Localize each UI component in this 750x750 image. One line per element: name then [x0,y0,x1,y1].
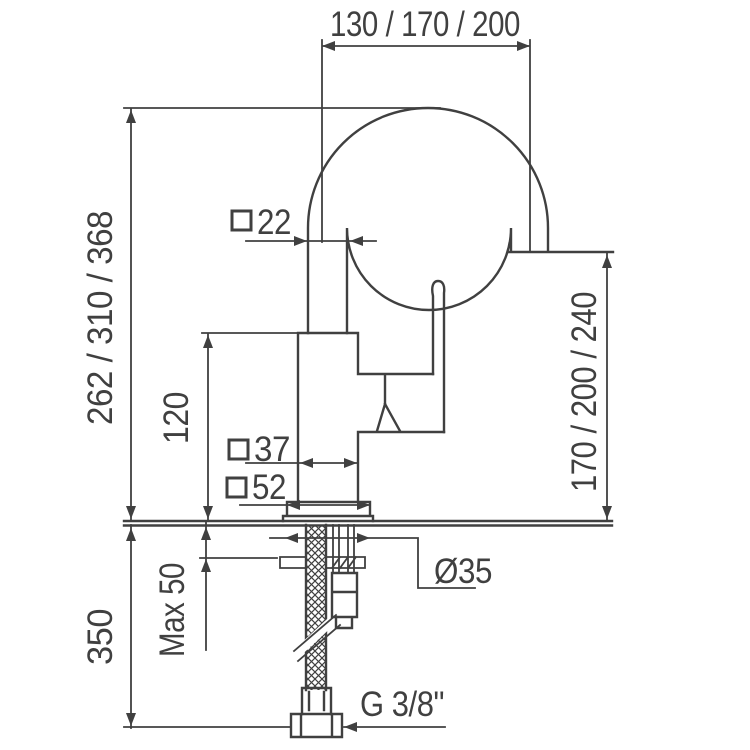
dim-thread-size-label: G 3/8" [360,685,444,724]
dim-top-projection: 130 / 170 / 200 [321,5,531,253]
arrowhead [350,236,363,246]
arrowhead [203,506,213,519]
square-symbol-icon [225,476,248,499]
hose-nut [289,712,344,739]
arrowhead [126,110,136,123]
lever-shaft [431,279,446,434]
countertop-line [122,519,614,527]
hose-break-mask [291,610,343,659]
arrowhead [126,713,136,726]
dim-top-projection-label: 130 / 170 / 200 [330,5,520,44]
dim-body-width: 37 [227,430,358,469]
arrowhead [300,458,313,468]
hose-break-lines [292,613,342,663]
dim-spout-height-label: 170 / 200 / 240 [565,292,604,492]
arrowhead [344,722,357,732]
arrowhead [201,527,211,540]
dim-base-width: 52 [225,468,371,510]
arrowhead [357,533,370,543]
arrowhead [203,335,213,348]
arrowhead [294,236,307,246]
arrowhead [322,41,335,51]
dim-lines [321,39,531,253]
arrowhead [357,500,370,510]
mounting-nut [330,571,359,630]
dim-lines [123,107,441,522]
dim-spout-height: 170 / 200 / 240 [565,252,612,522]
dim-hole-diameter-label: Ø35 [434,552,492,591]
dim-body-height: 120 [157,332,299,522]
lever-pivot [375,374,402,433]
arrowhead [517,41,530,51]
handle-lever [375,279,446,434]
dim-neck-width-label: 22 [257,203,291,242]
horseshoe-washer [279,555,366,570]
dim-hose-length: 350 [81,524,292,729]
arrowhead [602,255,612,268]
threaded-stud [332,524,355,574]
dim-body-width-label: 37 [254,430,290,469]
hose-ferrule [300,686,333,716]
dim-hole-diameter: Ø35 [269,533,493,591]
arrowhead [126,528,136,541]
dim-lines [123,524,292,729]
dim-neck-width: 22 [230,203,377,246]
dim-thread-size: G 3/8" [343,685,446,732]
arrowhead [602,506,612,519]
base-flange [281,500,375,523]
square-symbol-icon [227,438,250,461]
arrowhead [344,458,357,468]
hose-edges [304,523,328,692]
dim-overall-height-label: 262 / 310 / 368 [81,211,120,425]
dim-lines [201,332,299,522]
mounting-hardware [279,524,366,630]
dim-max-counter-label: Max 50 [153,563,192,657]
dim-body-height-label: 120 [157,392,196,444]
arrowhead [201,559,211,572]
dim-base-width-label: 52 [252,468,286,507]
dim-max-counter-thickness: Max 50 [153,520,278,657]
faucet-body [296,331,446,504]
body-outline [296,331,446,504]
arrowhead [285,533,298,543]
supply-hose [289,523,344,739]
dim-lines [199,520,278,651]
arrowhead [287,500,300,510]
spout-inner-arc [345,227,513,335]
square-symbol-icon [230,209,253,232]
dim-overall-height: 262 / 310 / 368 [81,107,441,522]
arrowhead [126,506,136,519]
spout-outer-arc [306,106,550,335]
dim-hose-length-label: 350 [81,609,120,665]
braided-hose [306,525,326,690]
flange-outline [281,500,375,523]
